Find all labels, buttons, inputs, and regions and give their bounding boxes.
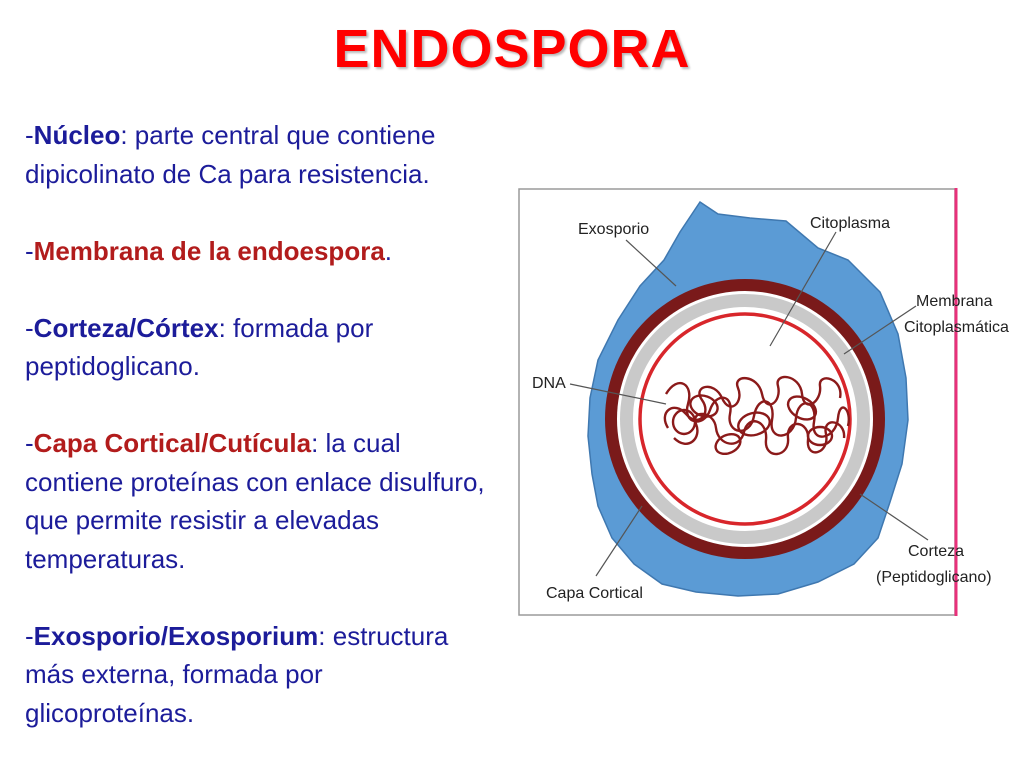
term-corteza: Corteza/Córtex — [33, 312, 219, 343]
item-dash: - — [25, 428, 34, 458]
label-capa-cortical: Capa Cortical — [546, 585, 643, 602]
term-nucleo: Núcleo — [33, 120, 121, 150]
item-dash: - — [25, 620, 34, 651]
item-dash: - — [25, 312, 34, 343]
label-membrana: Membrana — [916, 293, 993, 310]
page-title: ENDOSPORA — [333, 19, 691, 79]
description-list: -Núcleo: parte central que contiene dipi… — [25, 116, 495, 732]
item-description: : parte central que contiene dipicolinat… — [25, 120, 436, 189]
pointer-exosporio — [625, 239, 677, 287]
item-description: : la cual contiene proteínas con enlace … — [25, 428, 485, 574]
list-item-nucleo: -Núcleo: parte central que contiene dipi… — [25, 116, 495, 193]
item-description: : formada por peptidoglicano. — [25, 312, 374, 382]
endospore-diagram: Exosporio Citoplasma Membrana Citoplasmá… — [518, 188, 1009, 616]
list-item-exosporio: -Exosporio/Exosporium: estructura más ex… — [25, 617, 495, 733]
label-dna: DNA — [532, 375, 566, 392]
list-item-corteza: -Corteza/Córtex: formada por peptidoglic… — [25, 309, 495, 386]
item-dash: - — [25, 120, 34, 150]
inner-membrane — [638, 312, 852, 526]
term-exosporio: Exosporio/Exosporium — [33, 620, 319, 651]
label-citoplasma: Citoplasma — [810, 215, 890, 232]
pointer-membrana — [843, 305, 917, 355]
pointer-citoplasma — [769, 231, 837, 347]
item-description: : estructura más externa, formada por gl… — [25, 620, 449, 728]
label-peptidoglicano: (Peptidoglicano) — [876, 569, 992, 586]
pointer-capa-cortical — [595, 505, 643, 577]
item-dash: - — [25, 235, 34, 266]
dna-coil — [663, 375, 850, 456]
term-capa-cortical: Capa Cortical/Cutícula — [33, 428, 312, 458]
list-item-capa-cortical: -Capa Cortical/Cutícula: la cual contien… — [25, 424, 495, 578]
label-corteza: Corteza — [908, 543, 964, 560]
label-exosporio: Exosporio — [578, 221, 649, 238]
pointer-dna — [569, 383, 667, 405]
pointer-corteza — [859, 493, 929, 541]
list-item-membrana: -Membrana de la endoespora. — [25, 232, 495, 271]
term-membrana: Membrana de la endoespora — [33, 235, 385, 266]
pointer-lines — [569, 231, 929, 577]
label-citoplasmatica: Citoplasmática — [904, 319, 1009, 336]
item-description: . — [384, 235, 393, 266]
